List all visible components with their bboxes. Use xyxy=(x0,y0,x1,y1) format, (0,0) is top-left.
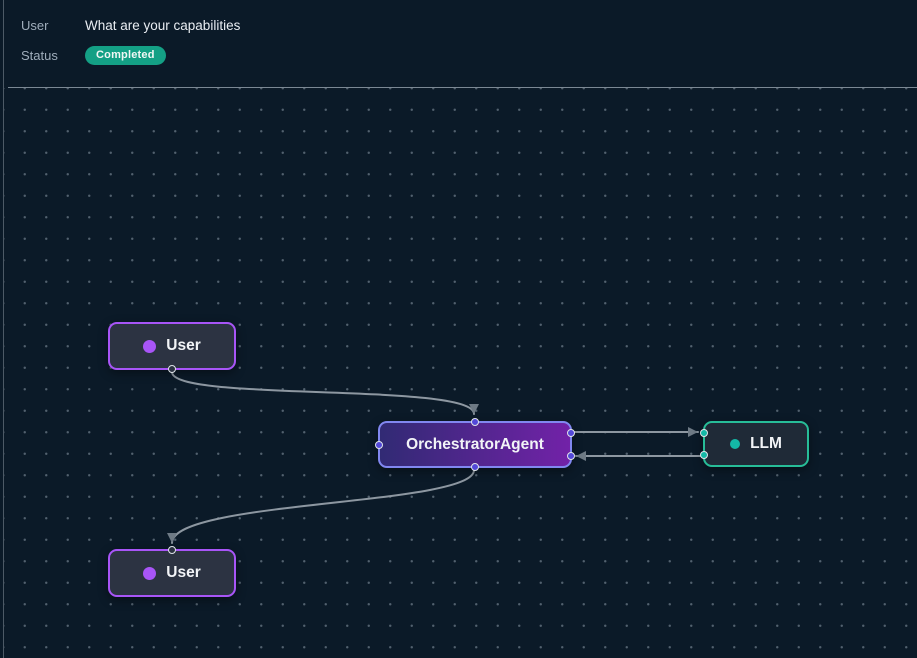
handle-left-76[interactable] xyxy=(700,450,708,459)
handle-right-76[interactable] xyxy=(567,451,575,460)
llm-status-dot-icon xyxy=(730,439,741,449)
edge-user1-to-orchestrator[interactable] xyxy=(171,371,479,415)
status-badge: Completed xyxy=(85,46,166,65)
node-user-1[interactable]: User xyxy=(108,322,236,373)
panel-left-border xyxy=(3,0,4,658)
node-label-llm: LLM xyxy=(750,435,782,452)
user-status-dot-icon xyxy=(143,339,157,353)
user-label: User xyxy=(21,18,49,33)
header-divider xyxy=(8,87,917,88)
handle-top[interactable] xyxy=(471,418,479,426)
user-message-row: User What are your capabilities xyxy=(21,18,240,33)
handle-left[interactable] xyxy=(375,440,383,449)
handle-bottom[interactable] xyxy=(471,463,479,471)
handle-right-24[interactable] xyxy=(567,429,575,438)
edge-orchestrator-to-user2[interactable] xyxy=(167,469,475,544)
handle-left-24[interactable] xyxy=(700,429,708,438)
node-user-2[interactable]: User xyxy=(108,546,236,597)
handle-bottom[interactable] xyxy=(168,365,176,373)
handle-top[interactable] xyxy=(168,546,176,554)
run-info-header: User What are your capabilities Status C… xyxy=(4,0,917,87)
user-status-dot-icon xyxy=(143,566,157,580)
status-row: Status Completed xyxy=(21,46,166,65)
status-label: Status xyxy=(21,48,58,63)
user-message-text: What are your capabilities xyxy=(85,18,241,33)
node-label-orchestratoragent: OrchestratorAgent xyxy=(406,435,544,453)
node-label-user-1: User xyxy=(166,337,201,354)
node-llm[interactable]: LLM xyxy=(700,421,809,467)
node-orchestratoragent[interactable]: OrchestratorAgent xyxy=(375,418,575,471)
node-label-user-2: User xyxy=(166,564,201,581)
